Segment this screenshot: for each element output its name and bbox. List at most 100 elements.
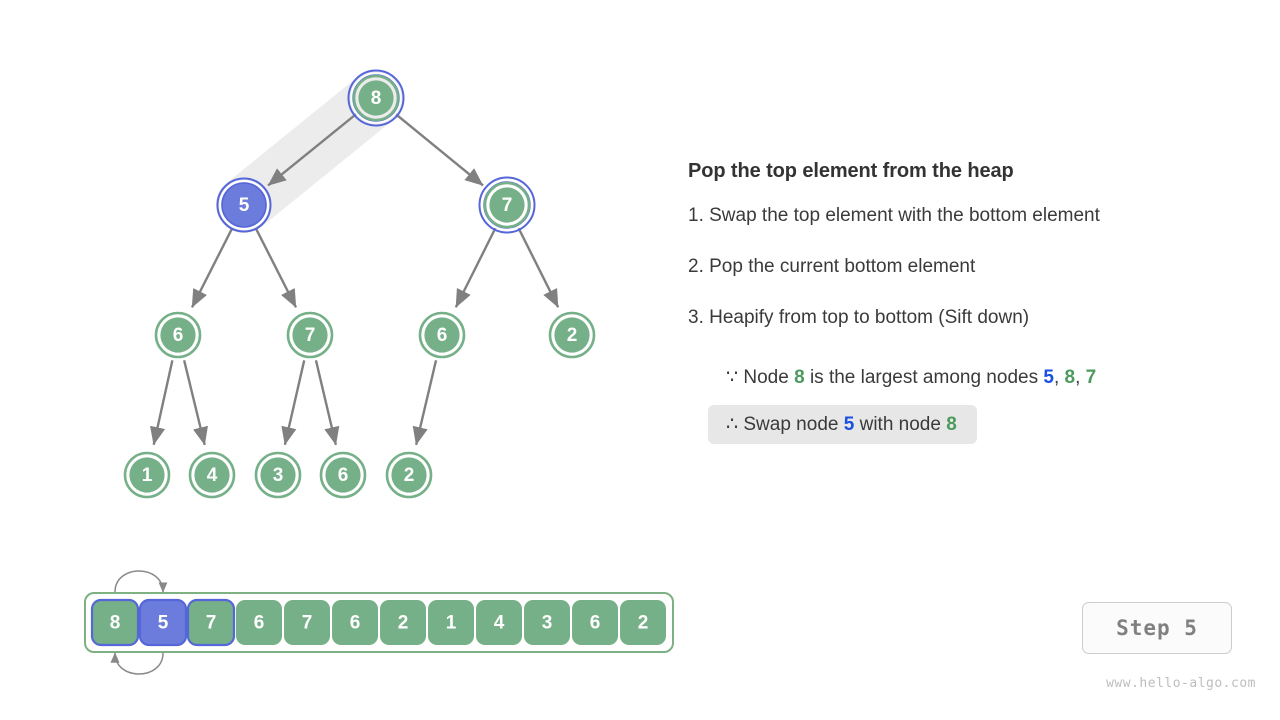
array-cell-box (284, 600, 330, 645)
tree-edge (314, 360, 340, 446)
reason-candidate-2: 7 (1085, 367, 1097, 388)
array-cell-box (332, 600, 378, 645)
reason-candidate-1: 8 (1064, 367, 1076, 388)
array-cell-box (380, 600, 426, 645)
explanation-panel: Pop the top element from the heap 1. Swa… (688, 160, 1248, 450)
array-cell: 2 (620, 600, 666, 645)
tree-node-label: 3 (273, 465, 284, 486)
array-swap-arrows (110, 570, 168, 675)
tree-node-5: 5 (216, 177, 272, 233)
therefore-symbol: ∴ (726, 414, 739, 435)
step-badge: Step 5 (1082, 602, 1232, 654)
tree-node-label: 6 (173, 325, 184, 346)
reason-comma-0: , (1053, 367, 1060, 388)
array-cell-label: 6 (350, 613, 361, 634)
array-cell-box (620, 600, 666, 645)
tree-node-label: 6 (338, 465, 349, 486)
array-cell-label: 7 (302, 613, 313, 634)
tree-node-3: 3 (254, 451, 302, 499)
reason-node-value: 8 (794, 367, 805, 388)
tree-node-label: 7 (502, 195, 513, 216)
array-cell-label: 6 (590, 613, 601, 634)
conclusion-to-value: 8 (946, 414, 957, 435)
tree-node-label: 2 (404, 465, 415, 486)
array-cell: 5 (138, 598, 188, 647)
tree-edge (454, 227, 497, 308)
step-item-1: 1. Swap the top element with the bottom … (688, 205, 1100, 226)
conclusion-prefix: Swap node (743, 414, 839, 435)
conclusion-from-value: 5 (843, 414, 855, 435)
array-outline (84, 592, 674, 653)
heap-tree-diagram: 8 5 7 6 7 6 2 1 4 3 6 2 (123, 69, 596, 499)
array-cell-box (186, 598, 236, 647)
tree-node-8: 8 (347, 69, 405, 127)
array-cell-label: 4 (494, 613, 505, 634)
tree-edge (150, 360, 174, 446)
tree-edge (267, 113, 357, 187)
tree-nodes: 8 5 7 6 7 6 2 1 4 3 6 2 (123, 69, 596, 499)
page-title: Pop the top element from the heap (688, 160, 1014, 182)
tree-node-2: 2 (385, 451, 433, 499)
because-symbol: ∵ (726, 367, 739, 388)
tree-node-6: 6 (418, 311, 466, 359)
watermark: www.hello-algo.com (1106, 676, 1256, 691)
array-cell: 6 (572, 600, 618, 645)
array-container (84, 592, 674, 653)
step-item-2: 2. Pop the current bottom element (688, 256, 976, 277)
array-cell-box (428, 600, 474, 645)
tree-node-label: 5 (239, 195, 250, 216)
tree-node-label: 4 (207, 465, 218, 486)
array-cell-label: 8 (110, 613, 121, 634)
array-cell-label: 2 (398, 613, 409, 634)
array-cell-label: 7 (206, 613, 217, 634)
tree-node-label: 7 (305, 325, 316, 346)
tree-node-label: 8 (371, 88, 382, 109)
array-cell: 8 (90, 598, 140, 647)
tree-node-label: 1 (142, 465, 153, 486)
array-cell-label: 2 (638, 613, 649, 634)
tree-node-1: 1 (123, 451, 171, 499)
array-cell-box (524, 600, 570, 645)
array-cell-box (572, 600, 618, 645)
array-cell-label: 3 (542, 613, 553, 634)
array-cell: 6 (236, 600, 282, 645)
reason-comma-1: , (1075, 367, 1081, 388)
array-cell: 3 (524, 600, 570, 645)
tree-node-4: 4 (188, 451, 236, 499)
array-cell: 2 (380, 600, 426, 645)
tree-edge (190, 227, 234, 308)
reason-middle: is the largest among nodes (809, 367, 1039, 388)
conclusion-middle: with node (859, 414, 941, 435)
array-cell-box (138, 598, 188, 647)
array-cell: 7 (186, 598, 236, 647)
tree-node-2: 2 (548, 311, 596, 359)
tree-edges (150, 113, 560, 446)
array-cell: 1 (428, 600, 474, 645)
tree-node-7: 7 (286, 311, 334, 359)
tree-edge (517, 227, 560, 308)
tree-node-6: 6 (154, 311, 202, 359)
tree-node-7: 7 (478, 176, 536, 234)
array-cell-label: 6 (254, 613, 265, 634)
swap-arrow-forward (114, 570, 168, 593)
array-cell: 6 (332, 600, 378, 645)
array-cell-box (236, 600, 282, 645)
step-item-3: 3. Heapify from top to bottom (Sift down… (688, 307, 1030, 328)
conclusion-line: ∴ Swap node 5 with node 8 (708, 405, 977, 444)
array-cell-box (476, 600, 522, 645)
array-cell-label: 5 (158, 613, 169, 634)
tree-node-label: 2 (567, 325, 578, 346)
array-cell: 7 (284, 600, 330, 645)
array-cell-label: 1 (446, 613, 457, 634)
heap-array-view: 8 5 7 6 7 6 2 1 4 3 6 2 (84, 570, 674, 675)
tree-edge (254, 227, 298, 308)
tree-node-6: 6 (319, 451, 367, 499)
reason-line: ∵ Node 8 is the largest among nodes 5, 8… (708, 358, 1116, 397)
tree-edge (395, 113, 484, 187)
tree-edge (281, 360, 306, 446)
array-cell: 4 (476, 600, 522, 645)
swap-arrow-backward (110, 652, 164, 675)
array-cell-box (90, 598, 140, 647)
tree-node-label: 6 (437, 325, 448, 346)
